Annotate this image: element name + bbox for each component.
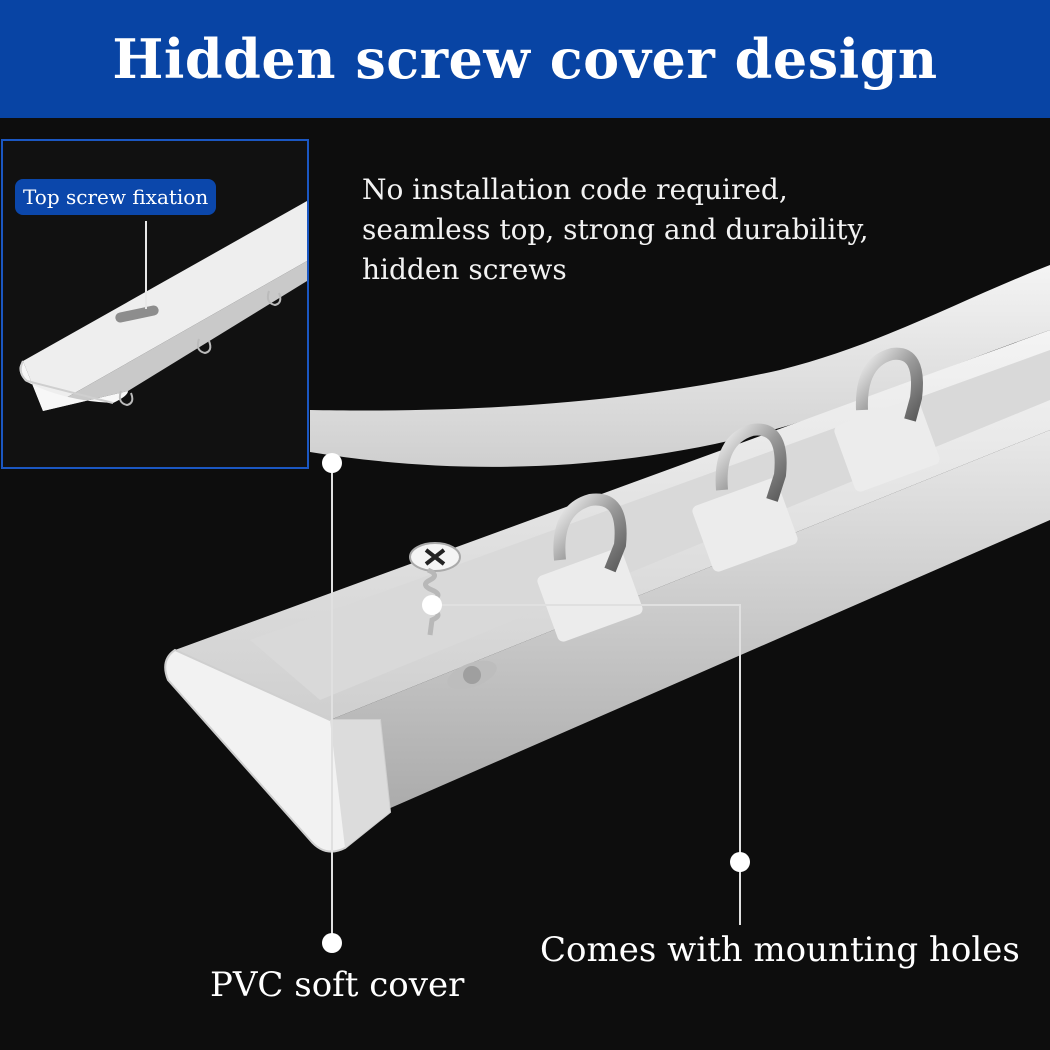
rail-body-side xyxy=(330,430,1050,830)
description-line-2: seamless top, strong and durability, xyxy=(362,213,869,246)
inset-rail-illustration xyxy=(19,201,307,411)
description-line-3: hidden screws xyxy=(362,253,567,286)
top-screw-fixation-label: Top screw fixation xyxy=(15,179,217,215)
callout-dot-holes-bottom xyxy=(730,852,750,872)
feature-description: No installation code required, seamless … xyxy=(362,170,962,290)
callout-dot-pvc-bottom xyxy=(322,933,342,953)
rail-end-cap xyxy=(164,648,392,853)
title-banner: Hidden screw cover design xyxy=(0,0,1050,118)
inset-detail-panel: Top screw fixation xyxy=(1,139,309,469)
pvc-cover-strip xyxy=(310,265,1050,467)
hanger-ring-2 xyxy=(692,423,798,572)
hanger-ring-1 xyxy=(537,493,643,642)
callout-leader-holes xyxy=(432,604,741,925)
mounting-holes-label: Comes with mounting holes xyxy=(540,930,1020,970)
pvc-soft-cover-label: PVC soft cover xyxy=(210,965,465,1005)
page-title: Hidden screw cover design xyxy=(112,27,938,91)
hanger-ring-3 xyxy=(834,347,940,492)
callout-dot-pvc-top xyxy=(322,453,342,473)
description-line-1: No installation code required, xyxy=(362,173,788,206)
callout-dot-holes-top xyxy=(422,595,442,615)
